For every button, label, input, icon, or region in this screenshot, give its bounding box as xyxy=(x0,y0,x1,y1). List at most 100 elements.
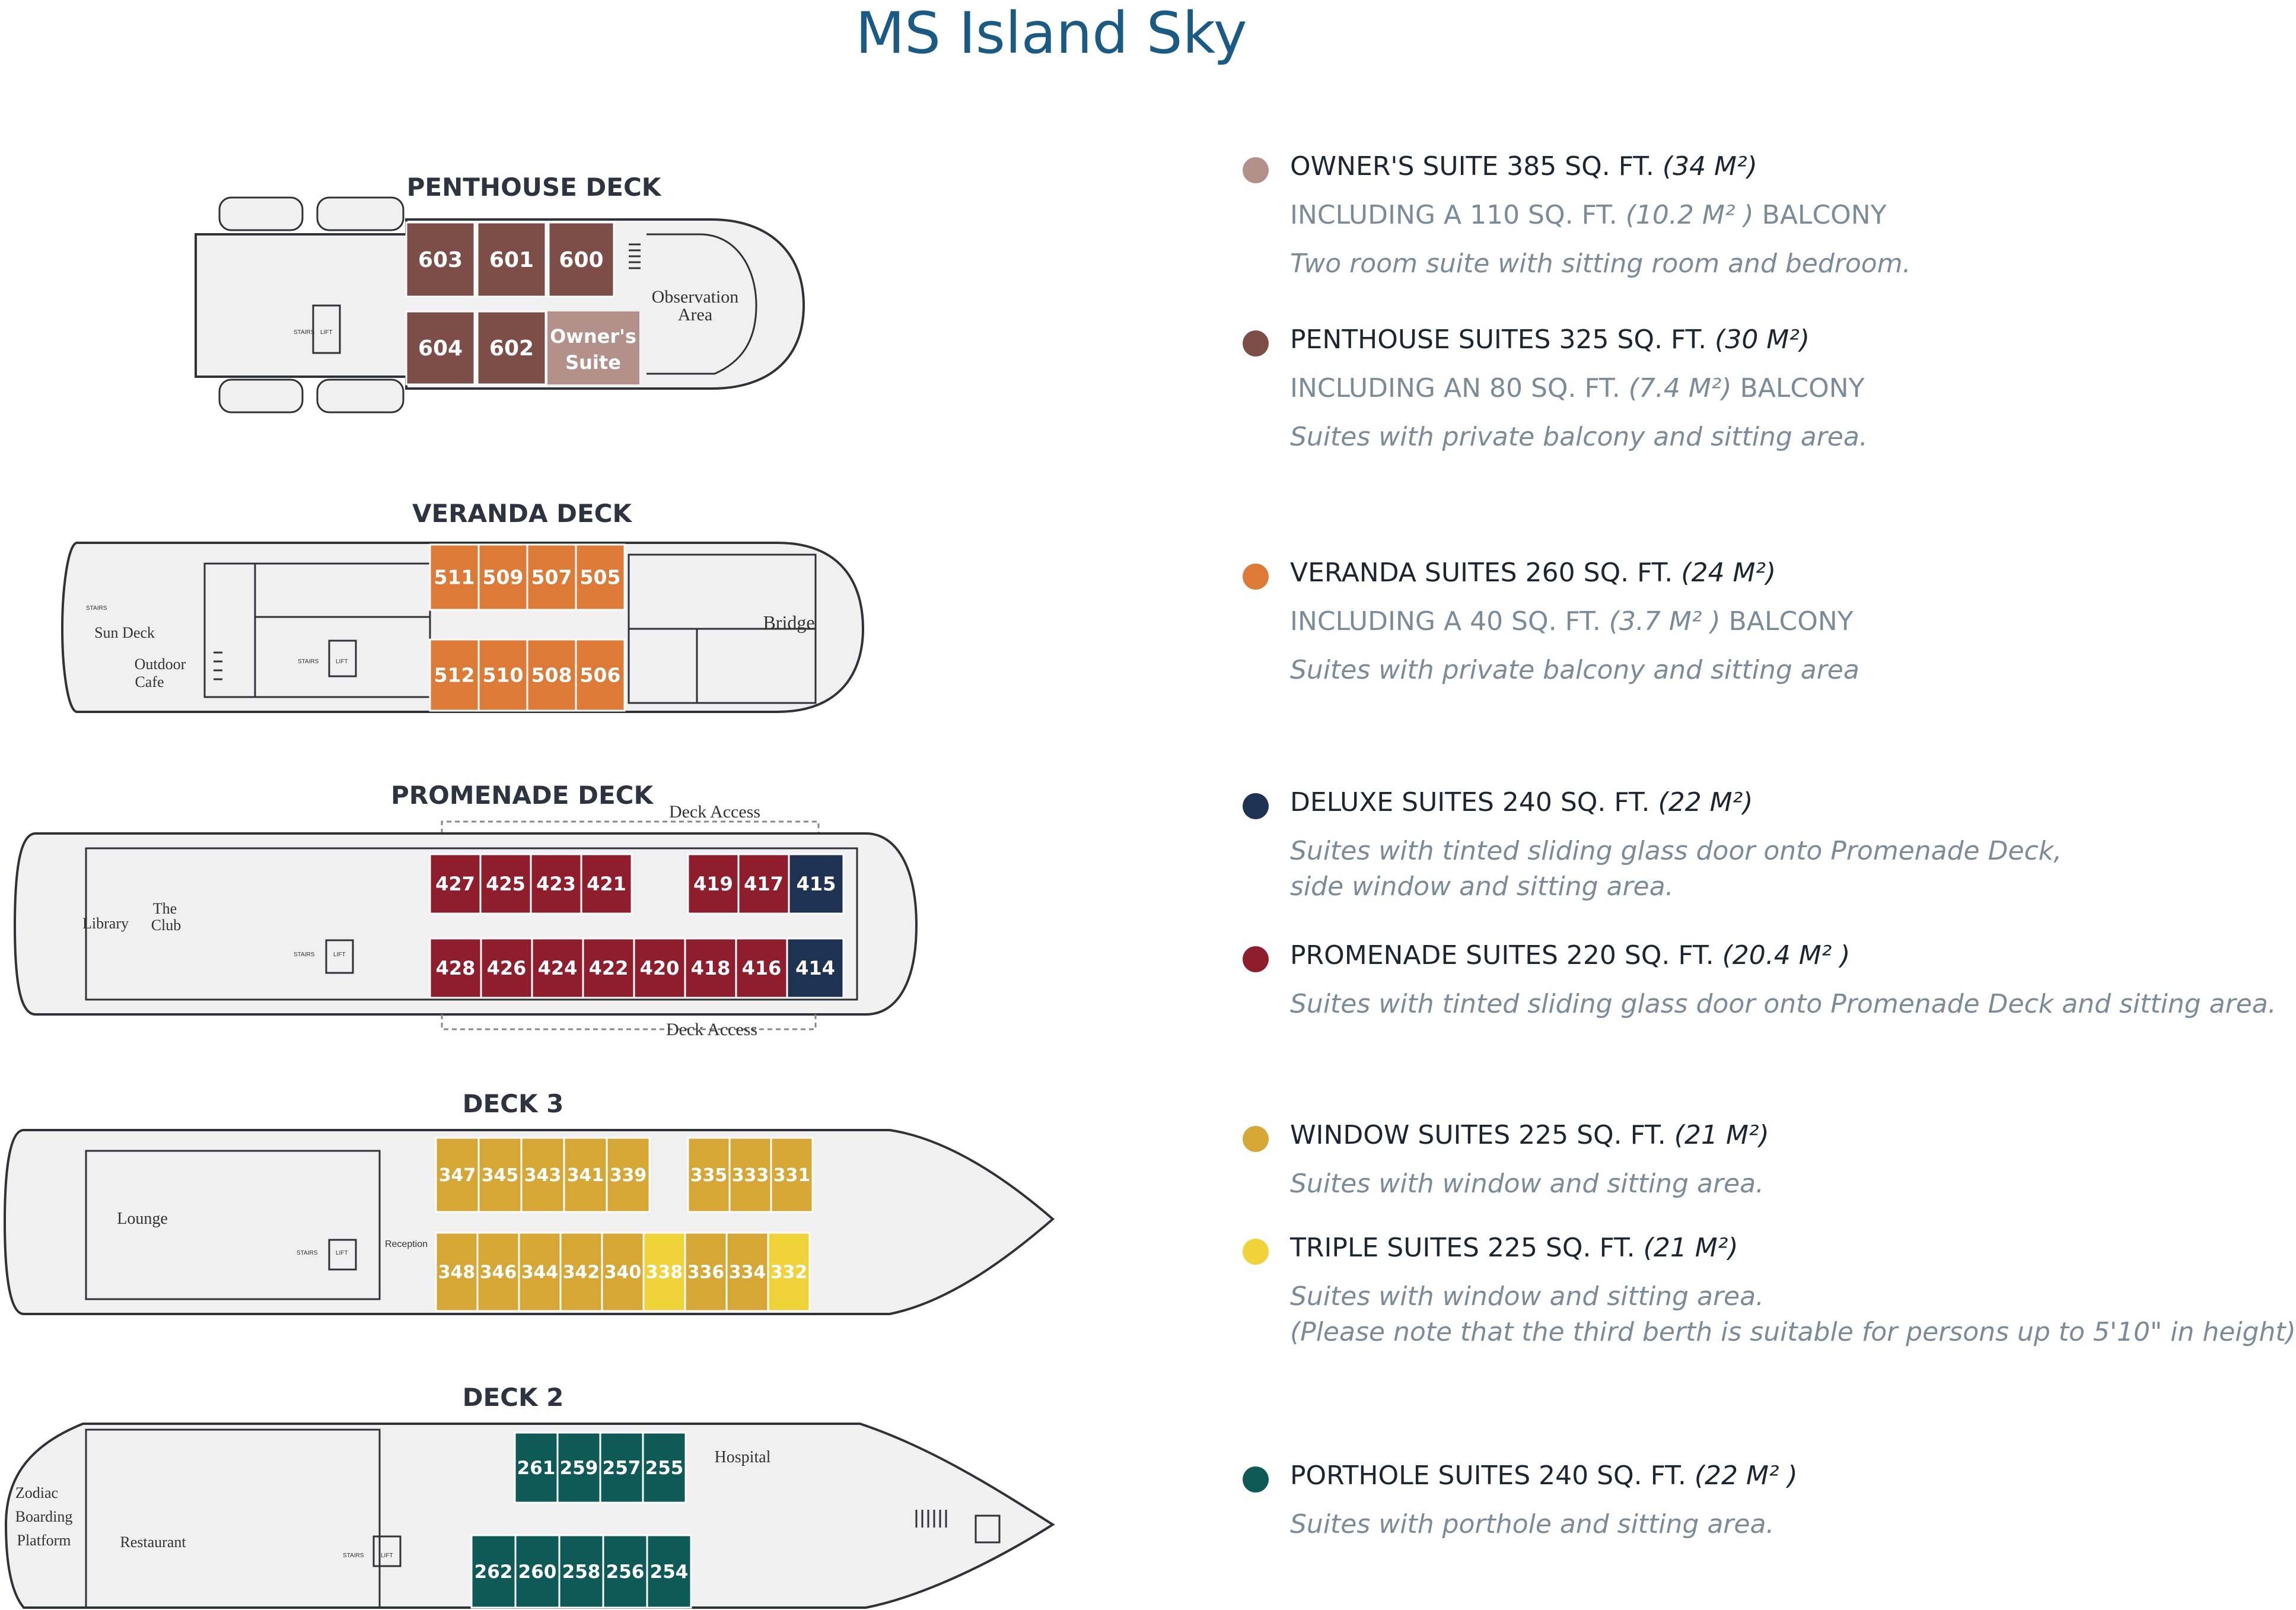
lift-label: LIFT xyxy=(336,658,348,665)
legend-head: PORTHOLE SUITES 240 SQ. FT. (22 M² ) xyxy=(1290,1461,1798,1491)
legend-head-text: DELUXE SUITES 240 SQ. FT. xyxy=(1290,787,1650,817)
cabin-255[interactable] xyxy=(642,1431,687,1504)
legend-head: PENTHOUSE SUITES 325 SQ. FT. (30 M²) xyxy=(1290,324,1810,355)
cabin-332[interactable] xyxy=(767,1232,811,1312)
legend-desc: Suites with window and sitting area. xyxy=(1290,1169,1765,1199)
cabin-506[interactable] xyxy=(575,638,626,712)
cabin-262[interactable] xyxy=(470,1534,517,1609)
cabin-343[interactable] xyxy=(520,1137,565,1213)
cabin-number: 261 xyxy=(517,1458,556,1479)
cabin-600[interactable] xyxy=(547,221,615,298)
cabin-342[interactable] xyxy=(559,1232,603,1312)
cabin-512[interactable] xyxy=(429,638,480,712)
veranda-deck: VERANDA DECK Bridge Sun Deck Outdoor Caf… xyxy=(60,499,865,713)
cabin-333[interactable] xyxy=(728,1137,772,1213)
cabin-owners-suite[interactable] xyxy=(547,311,639,384)
deck2-hull xyxy=(4,1423,1055,1609)
cabin-414[interactable] xyxy=(786,937,845,999)
stairs-label: STAIRS xyxy=(294,952,315,958)
cabin-number: 255 xyxy=(645,1458,684,1479)
legend-head: DELUXE SUITES 240 SQ. FT. (22 M²) xyxy=(1290,787,1753,817)
cabin-417[interactable] xyxy=(737,853,790,915)
cabin-number: 344 xyxy=(521,1262,559,1283)
lift-label: LIFT xyxy=(333,952,346,958)
cabin-427[interactable] xyxy=(429,853,482,915)
cabin-505[interactable] xyxy=(575,543,626,611)
lifeboat xyxy=(218,378,304,413)
legend-sub-text: INCLUDING AN 80 SQ. FT. xyxy=(1290,373,1620,403)
structure xyxy=(975,1514,1001,1544)
cabin-254[interactable] xyxy=(646,1534,692,1609)
legend-head-text: WINDOW SUITES 225 SQ. FT. xyxy=(1290,1120,1666,1150)
cabin-number: 343 xyxy=(524,1165,562,1186)
legend-head-metric: (21 M²) xyxy=(1643,1233,1738,1263)
reception-label: Reception xyxy=(385,1239,428,1249)
legend-head-metric: (30 M²) xyxy=(1715,324,1810,355)
stairs-lift xyxy=(312,304,341,354)
cabin-602[interactable] xyxy=(476,310,547,386)
cabin-348[interactable] xyxy=(435,1232,479,1312)
cabin-number: 420 xyxy=(640,957,680,979)
cabin-number: 418 xyxy=(691,957,731,979)
promenade-inner xyxy=(85,847,858,1001)
zodiac-label: Platform xyxy=(17,1532,71,1549)
cabin-260[interactable] xyxy=(514,1534,561,1609)
cabin-603[interactable] xyxy=(405,221,476,298)
owners-dot xyxy=(1243,157,1269,183)
cabin-346[interactable] xyxy=(476,1232,520,1312)
window-dot xyxy=(1243,1126,1269,1152)
legend-head-text: PORTHOLE SUITES 240 SQ. FT. xyxy=(1290,1461,1686,1491)
cabin-425[interactable] xyxy=(479,853,532,915)
observation-outline xyxy=(647,233,757,375)
cabin-number: 417 xyxy=(744,873,784,895)
cabin-510[interactable] xyxy=(477,638,528,712)
cabin-259[interactable] xyxy=(556,1431,601,1504)
cabin-331[interactable] xyxy=(770,1137,814,1213)
legend-head-metric: (20.4 M² ) xyxy=(1722,940,1851,971)
deck2-title: DECK 2 xyxy=(463,1383,564,1412)
cabin-number: 603 xyxy=(418,248,463,272)
promenade-deck-title: PROMENADE DECK xyxy=(391,781,654,810)
cabin-604[interactable] xyxy=(405,310,476,386)
cabin-340[interactable] xyxy=(601,1232,645,1312)
cabin-number: 333 xyxy=(732,1165,769,1186)
cabin-347[interactable] xyxy=(435,1137,480,1213)
cabin-336[interactable] xyxy=(684,1232,728,1312)
legend-sub-text: INCLUDING A 40 SQ. FT. xyxy=(1290,606,1601,637)
cabin-number: 260 xyxy=(518,1561,557,1583)
cabin-257[interactable] xyxy=(599,1431,644,1504)
cabin-415[interactable] xyxy=(788,853,845,915)
cabin-339[interactable] xyxy=(606,1137,651,1213)
cabin-number: 602 xyxy=(489,336,534,361)
cabin-261[interactable] xyxy=(514,1431,559,1504)
legend-head-metric: (34 M²) xyxy=(1662,151,1757,182)
cabin-number: 347 xyxy=(439,1165,476,1186)
deck2: DECK 2 Zodiac Boarding Platform Restaura… xyxy=(4,1383,1055,1609)
cabin-number: 332 xyxy=(770,1262,808,1283)
cabin-344[interactable] xyxy=(518,1232,562,1312)
cabin-number: 257 xyxy=(603,1458,641,1479)
cabin-258[interactable] xyxy=(558,1534,604,1609)
cabin-420[interactable] xyxy=(633,937,686,999)
penthouse-hull xyxy=(195,218,805,390)
cabin-341[interactable] xyxy=(563,1137,608,1213)
cabin-256[interactable] xyxy=(602,1534,648,1609)
cabin-507[interactable] xyxy=(526,543,577,611)
legend-head-text: TRIPLE SUITES 225 SQ. FT. xyxy=(1290,1233,1635,1263)
cabin-509[interactable] xyxy=(477,543,528,611)
sun-deck-label: Sun Deck xyxy=(94,624,155,641)
cabin-601[interactable] xyxy=(476,221,547,298)
cabin-number: 334 xyxy=(729,1262,766,1283)
legend: OWNER'S SUITE 385 SQ. FT. (34 M²) INCLUD… xyxy=(1243,0,2296,1610)
cabin-338[interactable] xyxy=(642,1232,686,1312)
cabin-422[interactable] xyxy=(582,937,635,999)
cabin-424[interactable] xyxy=(531,937,584,999)
legend-head: PROMENADE SUITES 220 SQ. FT. (20.4 M² ) xyxy=(1290,940,1850,971)
legend-sub-end: BALCONY xyxy=(1740,373,1865,403)
cabin-345[interactable] xyxy=(477,1137,523,1213)
cabin-number: 259 xyxy=(560,1458,598,1479)
cabin-416[interactable] xyxy=(735,937,788,999)
cabin-421[interactable] xyxy=(580,853,633,915)
